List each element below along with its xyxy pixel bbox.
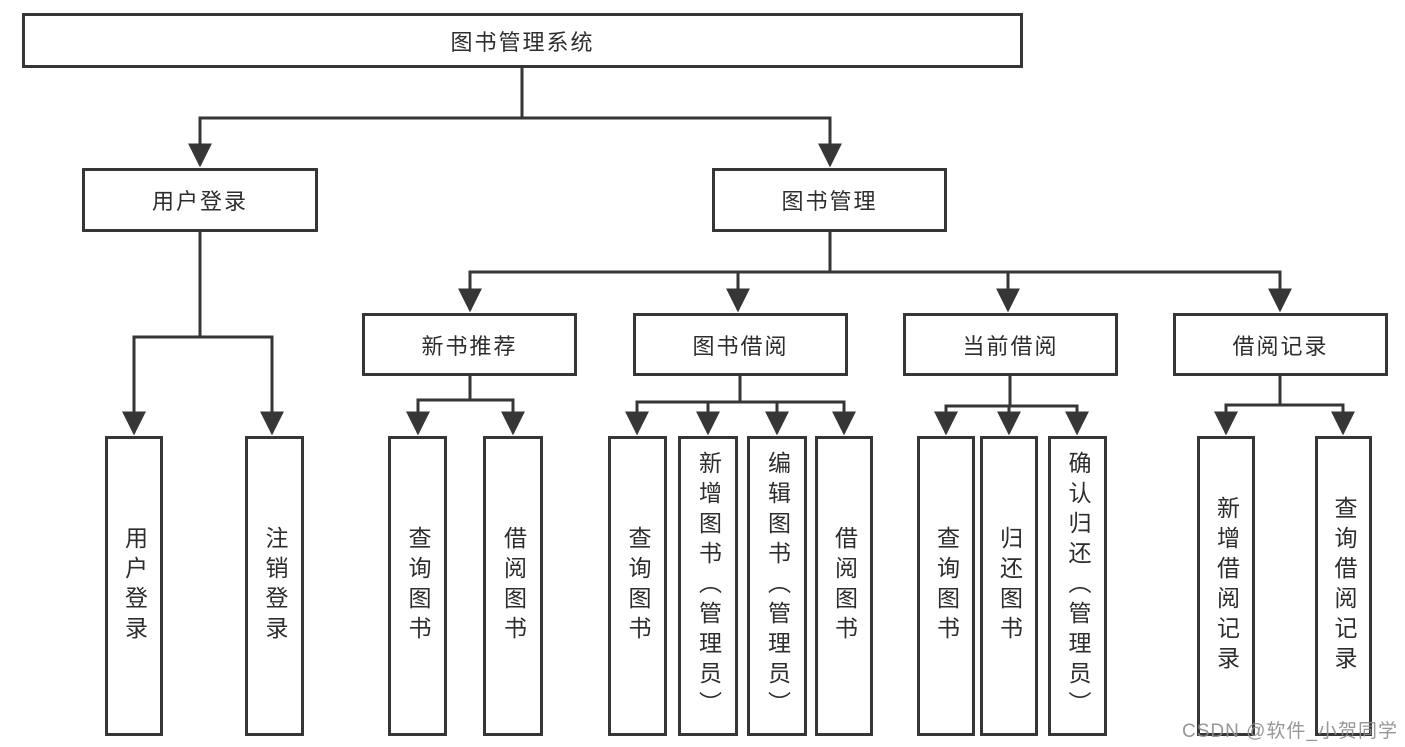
node-book-borrowing-label: 图书借阅 (692, 333, 789, 359)
node-current-borrowing: 当前借阅 (903, 313, 1118, 376)
leaf-query-books-3: 查询图书 (917, 436, 975, 736)
leaf-add-books-admin-label: 新增图书（管理员） (695, 451, 722, 721)
node-root: 图书管理系统 (22, 13, 1023, 68)
leaf-query-books-2: 查询图书 (608, 436, 667, 736)
leaf-query-books-1-label: 查询图书 (405, 526, 431, 646)
leaf-add-borrow-record-label: 新增借阅记录 (1213, 496, 1240, 676)
leaf-logout: 注销登录 (245, 436, 304, 736)
node-book-borrowing: 图书借阅 (633, 313, 848, 376)
leaf-user-login-label: 用户登录 (121, 526, 148, 646)
node-book-management: 图书管理 (712, 168, 947, 232)
leaf-query-books-3-label: 查询图书 (933, 526, 960, 646)
leaf-edit-books-admin: 编辑图书（管理员） (747, 436, 807, 736)
node-new-book-recommend-label: 新书推荐 (421, 333, 518, 359)
leaf-confirm-return-admin-label: 确认归还（管理员） (1065, 451, 1091, 721)
node-borrowing-records-label: 借阅记录 (1232, 333, 1329, 359)
csdn-watermark: CSDN @软件_小贺同学 (1182, 721, 1398, 742)
leaf-query-books-1: 查询图书 (388, 436, 447, 736)
node-current-borrowing-label: 当前借阅 (962, 333, 1059, 359)
node-borrowing-records: 借阅记录 (1173, 313, 1388, 376)
leaf-borrow-books-2: 借阅图书 (815, 436, 873, 736)
leaf-query-books-2-label: 查询图书 (625, 526, 651, 646)
leaf-confirm-return-admin: 确认归还（管理员） (1048, 436, 1107, 736)
node-user-login-group-label: 用户登录 (151, 189, 248, 214)
leaf-logout-label: 注销登录 (262, 526, 288, 646)
leaf-query-borrow-record: 查询借阅记录 (1315, 436, 1372, 736)
node-root-label: 图书管理系统 (450, 29, 595, 55)
node-book-management-label: 图书管理 (781, 189, 878, 214)
leaf-borrow-books-1-label: 借阅图书 (500, 526, 527, 646)
leaf-return-books: 归还图书 (980, 436, 1038, 736)
leaf-return-books-label: 归还图书 (996, 526, 1023, 646)
leaf-add-books-admin: 新增图书（管理员） (678, 436, 738, 736)
node-new-book-recommend: 新书推荐 (362, 313, 577, 376)
leaf-edit-books-admin-label: 编辑图书（管理员） (764, 451, 791, 721)
leaf-query-borrow-record-label: 查询借阅记录 (1331, 496, 1357, 676)
node-user-login-group: 用户登录 (82, 168, 318, 232)
leaf-add-borrow-record: 新增借阅记录 (1197, 436, 1255, 736)
leaf-borrow-books-1: 借阅图书 (483, 436, 543, 736)
leaf-borrow-books-2-label: 借阅图书 (831, 526, 858, 646)
leaf-user-login: 用户登录 (105, 436, 163, 736)
